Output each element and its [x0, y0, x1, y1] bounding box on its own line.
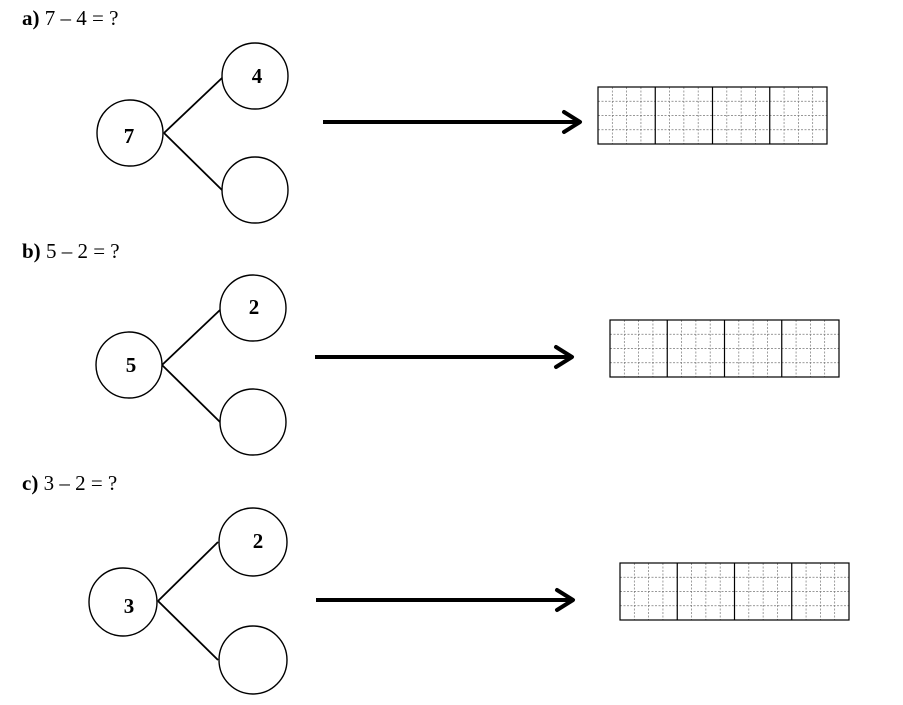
branch-line-upper [161, 309, 221, 366]
known-part-circle [221, 42, 289, 110]
problem-a-equation: 7 – 4 = ? [44, 6, 119, 30]
arrow-head [562, 110, 582, 134]
arrow-head [555, 588, 575, 612]
unknown-part-circle[interactable] [221, 156, 289, 224]
branch-line-upper [163, 77, 223, 134]
answer-grid[interactable] [597, 86, 828, 145]
answer-grid[interactable] [609, 319, 840, 378]
known-part-number: 4 [252, 64, 263, 88]
problem-a-letter: a) [22, 6, 40, 30]
problem-b-label: b) 5 – 2 = ? [22, 239, 120, 263]
problem-c-letter: c) [22, 471, 39, 495]
answer-grid[interactable] [619, 562, 850, 621]
whole-number: 3 [124, 594, 135, 618]
branch-line-lower [157, 600, 219, 661]
known-part-number: 2 [249, 295, 260, 319]
branch-line-upper [157, 541, 219, 602]
problem-b-letter: b) [22, 239, 41, 263]
known-part-circle [218, 507, 288, 577]
branch-line-lower [163, 132, 223, 191]
grid-border [609, 319, 840, 378]
unknown-part-circle[interactable] [219, 388, 287, 456]
whole-number: 7 [124, 124, 135, 148]
problem-b-diagram: 5 2 [95, 274, 840, 456]
known-part-circle [219, 274, 287, 342]
unknown-part-circle[interactable] [218, 625, 288, 695]
branch-line-lower [161, 364, 221, 423]
arrow-head [554, 345, 574, 369]
whole-number: 5 [126, 353, 137, 377]
problem-c-label: c) 3 – 2 = ? [22, 471, 117, 495]
whole-circle [95, 331, 163, 399]
known-part-number: 2 [253, 529, 264, 553]
whole-circle [96, 99, 164, 167]
whole-circle [88, 567, 158, 637]
problem-a-label: a) 7 – 4 = ? [22, 6, 118, 30]
problem-c-equation: 3 – 2 = ? [43, 471, 118, 495]
problem-b-equation: 5 – 2 = ? [45, 239, 120, 263]
problem-a-diagram: 7 4 [96, 42, 828, 224]
grid-border [597, 86, 828, 145]
grid-border [619, 562, 850, 621]
